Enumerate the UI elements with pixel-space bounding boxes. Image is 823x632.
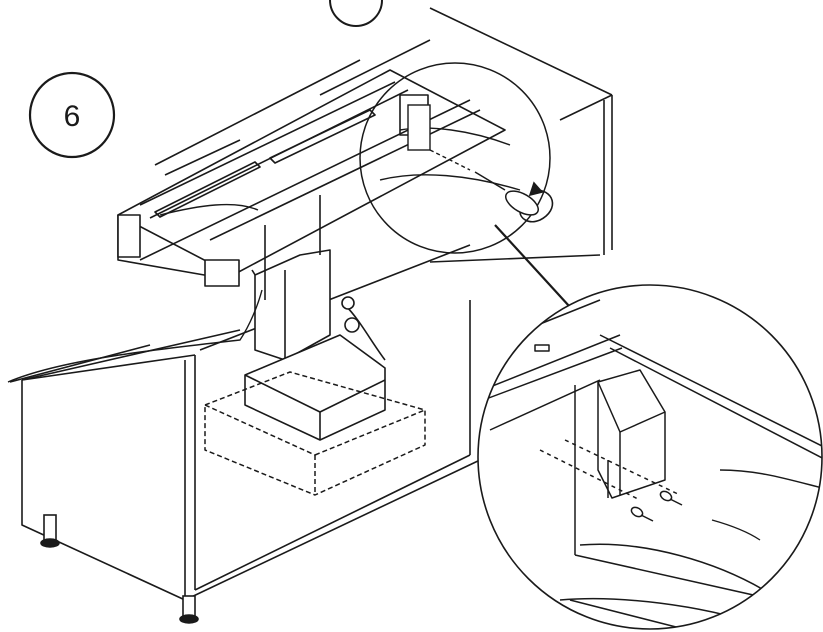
vertical-duct (254, 195, 331, 361)
zoom-circle (359, 62, 551, 254)
rotation-arrow-icon (519, 181, 554, 223)
step-badge: 6 (28, 71, 116, 159)
cooktop-housing (117, 39, 506, 287)
cabinet (9, 7, 613, 601)
leader-line (494, 224, 581, 319)
top-edge-circle (329, 0, 383, 27)
hand-left (7, 203, 263, 383)
cabinet-feet (40, 514, 199, 624)
step-number: 6 (64, 100, 81, 133)
screwdriver-icon (474, 171, 539, 216)
plinth-outline (204, 371, 426, 496)
blower-housing (244, 296, 386, 441)
detail-circle (477, 284, 823, 630)
